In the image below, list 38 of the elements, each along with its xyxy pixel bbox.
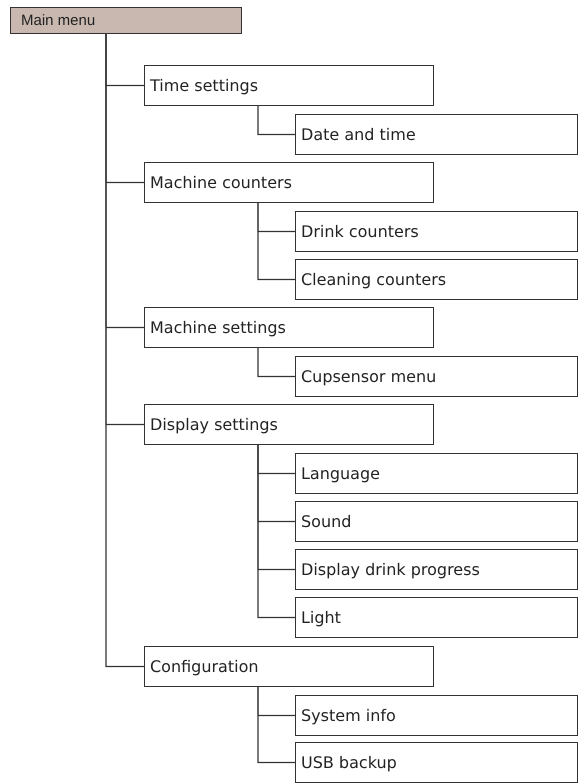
menu-item-box [144,307,434,348]
connector-line [257,348,295,378]
connector-line [257,203,295,280]
menu-label: Main menu [21,12,96,29]
menu-item-box [295,695,578,736]
menu-label: Machine settings [150,318,286,337]
connector-line [105,34,144,668]
menu-item-box [295,742,578,783]
menu-item-box [295,259,578,300]
connector-line [257,445,295,618]
menu-label: Display settings [150,415,278,434]
root-menu-box [10,7,242,34]
menu-label: Display drink progress [301,560,480,579]
connector-line [257,106,295,136]
menu-item-box [144,65,434,106]
menu-label: Configuration [150,657,259,676]
menu-item-box [144,162,434,203]
menu-label: Drink counters [301,222,419,241]
menu-item-box [295,114,578,155]
menu-label: Cupsensor menu [301,367,436,386]
menu-item-box [295,356,578,397]
menu-label: Machine counters [150,173,292,192]
connector-line [257,687,295,764]
menu-label: Sound [301,512,352,531]
menu-label: Language [301,464,380,483]
menu-label: System info [301,706,396,725]
menu-label: Date and time [301,125,416,144]
menu-item-box [295,501,578,542]
menu-item-box [295,211,578,252]
menu-item-box [295,597,578,638]
menu-item-box [144,646,434,687]
menu-item-box [144,404,434,445]
menu-label: Light [301,608,341,627]
menu-label: Time settings [150,76,258,95]
menu-label: Cleaning counters [301,270,446,289]
menu-label: USB backup [301,753,397,772]
menu-item-box [295,453,578,494]
menu-item-box [295,549,578,590]
